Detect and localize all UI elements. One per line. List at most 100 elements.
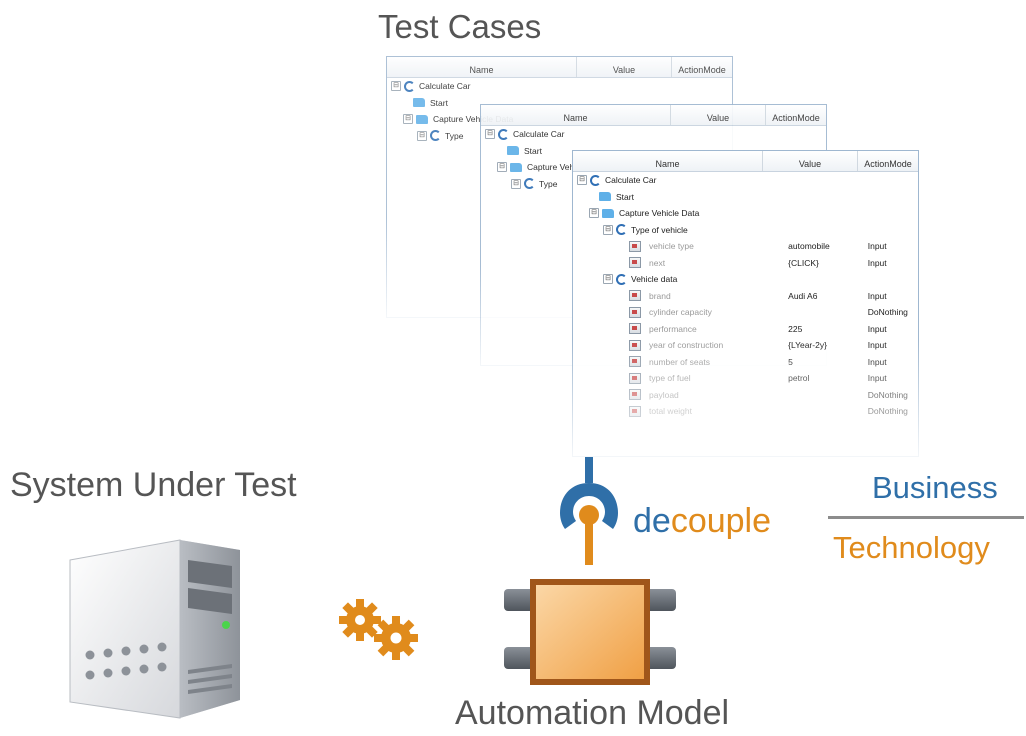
tree-row[interactable]: ⊟ Vehicle data [573,271,918,288]
test-step-icon [629,372,641,384]
expand-toggle-icon[interactable]: ⊟ [391,81,401,92]
row-value: Audi A6 [788,290,818,301]
column-header-actionmode[interactable]: ActionMode [678,65,726,75]
tree-row[interactable]: performance 225 Input [573,321,918,338]
tree-row[interactable]: ⊟ Type [481,176,826,193]
test-step-icon [629,290,641,302]
row-value: 5 [788,356,793,367]
automation-model-title: Automation Model [455,694,730,732]
tree-row[interactable]: Start [573,189,918,206]
expand-toggle-icon[interactable]: ⊟ [417,130,427,141]
row-actionmode: DoNothing [867,406,908,417]
technology-label: Technology [833,530,990,565]
row-name: cylinder capacity [649,307,712,318]
folder-icon [413,98,425,108]
test-cases-title: Test Cases [378,8,542,45]
decouple-suffix: couple [670,502,772,540]
column-header-name[interactable]: Name [481,105,671,125]
folder-icon [599,192,611,202]
row-actionmode: Input [867,290,887,301]
row-actionmode: DoNothing [867,307,908,318]
row-actionmode: Input [867,356,887,367]
column-header-actionmode[interactable]: ActionMode [864,159,912,169]
column-header-value[interactable]: Value [577,57,672,77]
row-name: Vehicle data [631,274,678,285]
business-label: Business [872,470,998,505]
folder-icon [416,114,428,124]
row-name: Capture Vehicle Data [527,162,608,173]
tree-row[interactable]: ⊟Calculate Car [573,172,918,189]
expand-toggle-icon[interactable]: ⊟ [589,208,599,219]
row-name: vehicle type [649,241,694,252]
business-technology-divider [828,516,1024,519]
row-name: year of construction [649,340,724,351]
tree-row[interactable]: ⊟ Type of vehicle [573,222,918,239]
tree-row[interactable]: total weight DoNothing [573,403,918,420]
folder-icon [510,162,522,172]
expand-toggle-icon[interactable]: ⊟ [603,224,613,235]
server-icon [69,539,240,719]
tree-row[interactable]: ⊟ Calculate Car [481,126,826,143]
expand-toggle-icon[interactable]: ⊟ [577,175,587,186]
column-header-name[interactable]: Name [573,151,763,171]
row-name: performance [649,323,697,334]
column-header-value[interactable]: Value [763,151,858,171]
row-value: 225 [788,323,803,334]
row-name: total weight [649,406,692,417]
decouple-text: decouple [633,502,771,541]
row-actionmode: Input [867,373,887,384]
tree-row[interactable]: ⊟Calculate Car [387,78,732,95]
expand-toggle-icon[interactable]: ⊟ [485,129,495,140]
tree-row[interactable]: year of construction {LYear-2y} Input [573,337,918,354]
row-name: Type [539,178,558,189]
tree-row[interactable]: next{CLICK}Input [573,255,918,272]
column-header-name[interactable]: Name [387,57,577,77]
tree-row[interactable]: ⊟ Capture Vehicle Data [573,205,918,222]
tree-row[interactable]: Start [387,95,732,112]
test-step-icon [629,257,641,269]
folder-icon [507,146,519,156]
tree-row[interactable]: ⊟ Capture Vehicle Data [387,111,732,128]
row-value: automobile [788,241,830,252]
row-value: {LYear-2y} [788,340,827,351]
column-header-actionmode[interactable]: ActionMode [772,113,820,123]
expand-toggle-icon[interactable]: ⊟ [603,274,613,285]
row-name: Capture Vehicle Data [433,114,514,125]
row-value: petrol [788,373,810,384]
row-name: Calculate Car [513,129,565,140]
row-actionmode: Input [867,340,887,351]
tree-row[interactable]: cylinder capacity DoNothing [573,304,918,321]
loop-icon [524,178,535,190]
decouple-prefix: de [633,502,671,540]
row-name: Capture Vehicle Data [619,208,700,219]
row-name: next [649,257,666,268]
decouple-socket-icon [560,457,618,565]
row-actionmode: Input [867,323,887,334]
tree-row[interactable]: number of seats 5 Input [573,354,918,371]
loop-icon [498,128,509,140]
expand-toggle-icon[interactable]: ⊟ [511,178,521,189]
row-actionmode: Input [867,257,887,268]
row-name: Start [616,191,634,202]
tree-row[interactable]: ⊟ Type [387,128,732,145]
row-name: Start [430,97,448,108]
expand-toggle-icon[interactable]: ⊟ [403,114,413,125]
tree-row[interactable]: ⊟ Capture Vehicle Data [481,159,826,176]
row-name: Type of vehicle [631,224,688,235]
row-name: payload [649,389,679,400]
column-header-value[interactable]: Value [671,105,766,125]
test-step-icon [629,240,641,252]
tree-row[interactable]: Start [481,143,826,160]
test-step-icon [629,306,641,318]
expand-toggle-icon[interactable]: ⊟ [497,162,507,173]
row-name: Type [445,130,464,141]
row-name: number of seats [649,356,710,367]
loop-icon [430,130,441,142]
